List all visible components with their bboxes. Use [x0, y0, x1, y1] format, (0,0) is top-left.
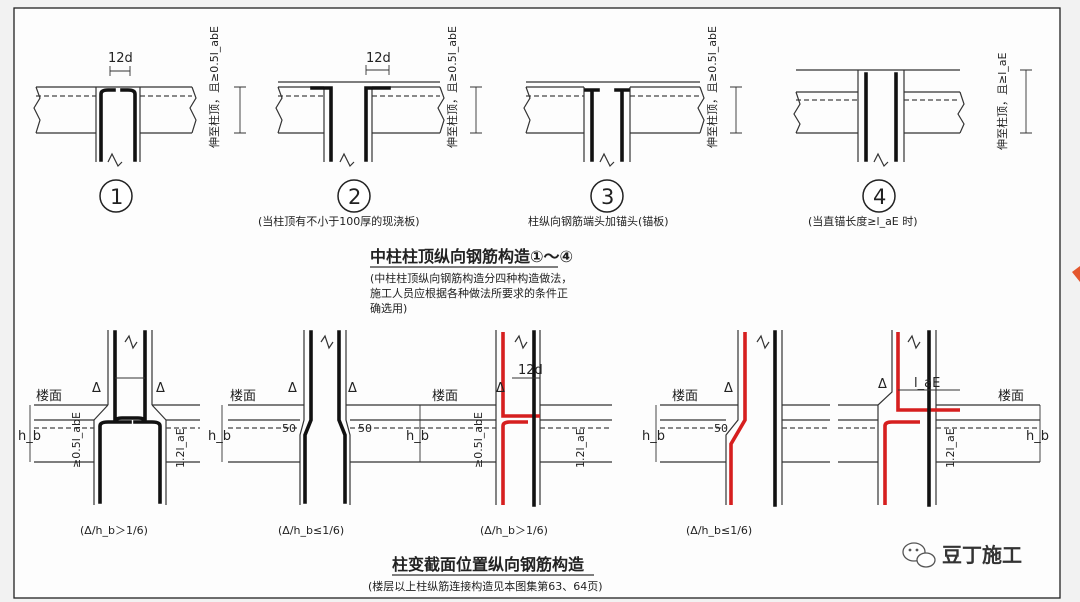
section2-note: (楼层以上柱纵筋连接构造见本图集第63、64页): [368, 579, 603, 593]
v1-dim-05: ≥0.5l_abE: [70, 412, 83, 468]
section1-title: 中柱柱顶纵向钢筋构造①～④: [370, 247, 573, 266]
detail-4-number: 4: [873, 185, 886, 209]
v3-dim-12: 1.2l_aE: [574, 428, 587, 468]
variation-detail-5: l_aE 楼面 Δ h_b 1.2l_aE: [838, 330, 1049, 507]
variation-2-caption: (Δ/h_b≤1/6): [278, 524, 344, 537]
v2-dim-50-right: 50: [358, 422, 372, 435]
v2-delta-right: Δ: [348, 381, 357, 396]
v5-dim-lae: l_aE: [914, 376, 940, 391]
detail-3-side-label: 伸至柱顶，且≥0.5l_abE: [705, 26, 719, 148]
detail-2-number: 2: [348, 185, 361, 209]
detail-2: 12d 伸至柱顶，且≥0.5l_abE 2 (当柱顶有不小于100厚的现浇板): [258, 26, 482, 228]
detail-4-caption: (当直锚长度≥l_aE 时): [808, 214, 918, 228]
variation-detail-1: 12d 楼面 Δ Δ h_b ≥0.5l_abE 1.2l_aE (Δ/h_b＞…: [18, 0, 200, 537]
section1-note-line-3: 确选用): [370, 302, 407, 315]
v3-dim-12d: 12d: [518, 363, 543, 378]
detail-2-side-label: 伸至柱顶，且≥0.5l_abE: [445, 26, 459, 148]
v2-dim-50-left: 50: [282, 422, 296, 435]
v4-dim-50: 50: [714, 422, 728, 435]
wechat-icon: [902, 542, 936, 568]
detail-4-side-label: 伸至柱顶，且≥l_aE: [995, 52, 1009, 150]
detail-1: 12d 伸至柱顶，且≥0.5l_abE 1: [33, 26, 246, 213]
v5-delta: Δ: [878, 377, 887, 392]
v3-floor-label: 楼面: [432, 389, 458, 404]
v2-delta-left: Δ: [288, 381, 297, 396]
detail-1-side-label: 伸至柱顶，且≥0.5l_abE: [207, 26, 221, 148]
v1-hb: h_b: [18, 429, 41, 444]
variation-3-caption: (Δ/h_b＞1/6): [480, 524, 548, 537]
section2-title: 柱变截面位置纵向钢筋构造: [392, 555, 585, 574]
v5-floor-label: 楼面: [998, 389, 1024, 404]
v1-dim-12d: 12d: [116, 0, 141, 4]
v3-hb: h_b: [406, 429, 429, 444]
detail-3-number: 3: [601, 185, 614, 209]
variation-1-caption: (Δ/h_b＞1/6): [80, 524, 148, 537]
detail-2-dim-12d: 12d: [366, 51, 391, 66]
v2-hb: h_b: [208, 429, 231, 444]
detail-3-caption: 柱纵向钢筋端头加锚头(锚板): [528, 214, 669, 228]
watermark-text: 豆丁施工: [942, 543, 1022, 567]
variation-detail-2: 楼面 Δ Δ 50 50 h_b (Δ/h_b≤1/6): [208, 330, 420, 537]
detail-3: 伸至柱顶，且≥0.5l_abE 3 柱纵向钢筋端头加锚头(锚板): [523, 26, 742, 228]
variation-4-caption: (Δ/h_b≤1/6): [686, 524, 752, 537]
v5-dim-12: 1.2l_aE: [944, 428, 957, 468]
v4-floor-label: 楼面: [672, 389, 698, 404]
section1-note-line-2: 施工人员应根据各种做法所要求的条件正: [370, 286, 568, 300]
v4-delta: Δ: [724, 381, 733, 396]
section1-note-line-1: (中柱柱顶纵向钢筋构造分四种构造做法，: [370, 271, 572, 285]
watermark: 豆丁施工: [902, 542, 1022, 568]
variation-detail-4: 楼面 Δ 50 h_b (Δ/h_b≤1/6): [642, 330, 830, 537]
v3-delta: Δ: [496, 381, 505, 396]
variation-detail-3: 12d 楼面 Δ h_b ≥0.5l_abE 1.2l_aE (Δ/h_b＞1/…: [406, 330, 612, 537]
v1-floor-label: 楼面: [36, 389, 62, 404]
edge-marker: [1072, 266, 1080, 282]
detail-1-dim-12d: 12d: [108, 51, 133, 66]
v1-delta-right: Δ: [156, 381, 165, 396]
v4-hb: h_b: [642, 429, 665, 444]
detail-2-caption: (当柱顶有不小于100厚的现浇板): [258, 214, 420, 228]
v1-delta-left: Δ: [92, 381, 101, 396]
v2-floor-label: 楼面: [230, 389, 256, 404]
v5-hb: h_b: [1026, 429, 1049, 444]
detail-4: 伸至柱顶，且≥l_aE 4 (当直锚长度≥l_aE 时): [793, 52, 1032, 228]
v1-dim-12: 1.2l_aE: [174, 428, 187, 468]
v3-dim-05: ≥0.5l_abE: [472, 412, 485, 468]
detail-1-number: 1: [110, 185, 123, 209]
